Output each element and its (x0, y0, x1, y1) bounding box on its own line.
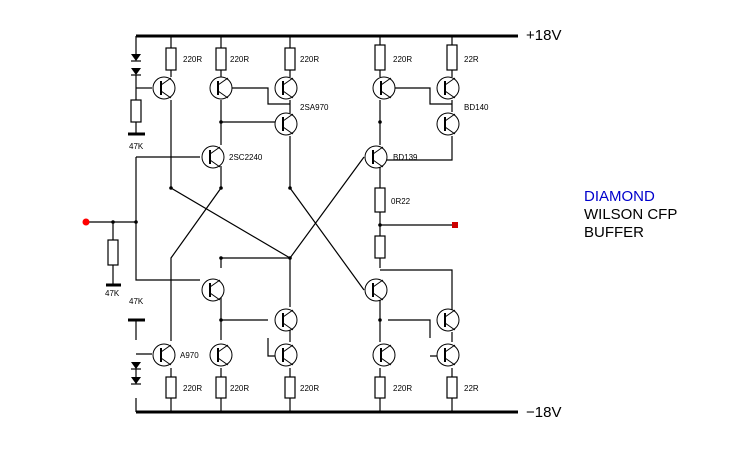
label-a970: A970 (180, 351, 199, 360)
label-2sc2240: 2SC2240 (229, 153, 263, 162)
pot-bars (106, 132, 145, 322)
label-r-top-3: 220R (300, 55, 319, 64)
output-node (452, 222, 458, 228)
title-line-1: DIAMOND (584, 188, 655, 205)
label-pot-bot: 47K (129, 297, 144, 306)
label-r-top-5: 22R (464, 55, 479, 64)
positive-rail-label: +18V (526, 27, 561, 44)
title-line-3: BUFFER (584, 224, 644, 241)
label-r-bot-2: 220R (230, 384, 249, 393)
label-r-bot-5: 22R (464, 384, 479, 393)
label-bd140: BD140 (464, 103, 489, 112)
label-r-bot-4: 220R (393, 384, 412, 393)
input-node (82, 218, 90, 226)
negative-rail-label: −18V (526, 404, 561, 421)
label-pot-in: 47K (105, 289, 120, 298)
transistors (152, 76, 460, 367)
label-bd139: BD139 (393, 153, 418, 162)
junction-dots (111, 120, 382, 322)
label-2sa970: 2SA970 (300, 103, 329, 112)
label-pot-top: 47K (129, 142, 144, 151)
resistors (107, 44, 458, 399)
label-r-bot-1: 220R (183, 384, 202, 393)
label-r-bot-3: 220R (300, 384, 319, 393)
diodes (131, 54, 141, 385)
title-line-2: WILSON CFP (584, 206, 677, 223)
label-r-top-2: 220R (230, 55, 249, 64)
label-r-top-4: 220R (393, 55, 412, 64)
circuit-wires (86, 36, 453, 412)
label-0r22: 0R22 (391, 197, 411, 206)
label-r-top-1: 220R (183, 55, 202, 64)
